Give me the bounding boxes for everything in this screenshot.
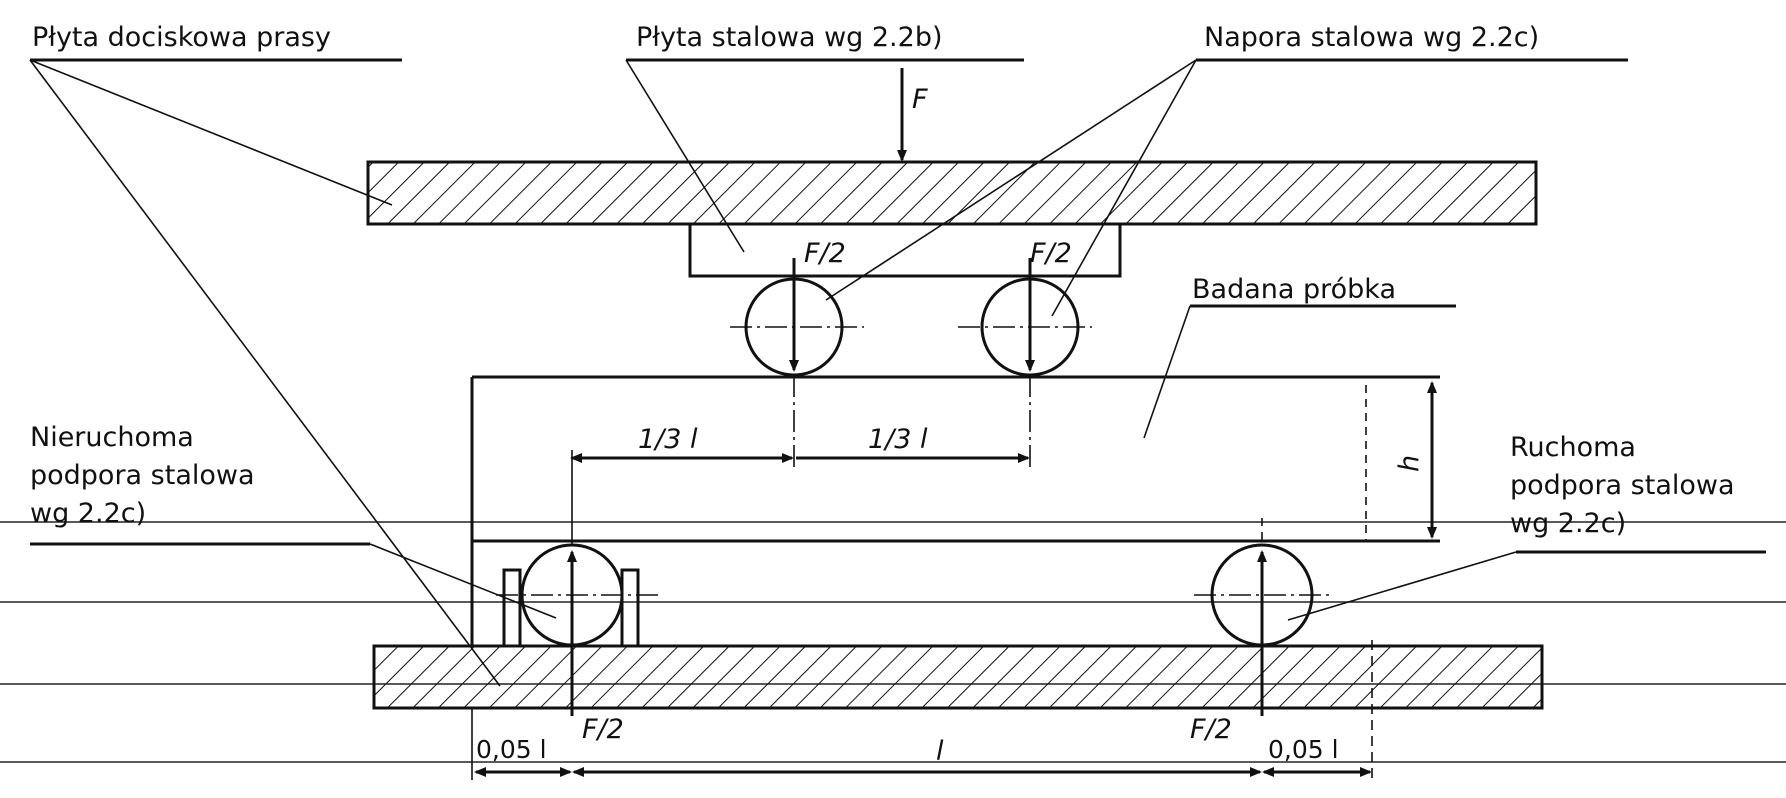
- text-third-span-right: 1/3 l: [868, 424, 928, 455]
- sheet-rules: [0, 521, 1786, 763]
- press-plate-top: [366, 160, 1538, 226]
- dimension-lines: [471, 375, 1437, 780]
- text-overhang-right: 0,05 l: [1268, 735, 1339, 764]
- label-movable-support-3: wg 2.2c): [1510, 508, 1626, 539]
- text-half-force-bottom-left: F/2: [582, 714, 624, 745]
- label-movable-support-2: podpora stalowa: [1510, 470, 1735, 501]
- text-overhang-left: 0,05 l: [476, 735, 547, 764]
- label-steel-roller: Napora stalowa wg 2.2c): [1204, 22, 1539, 53]
- label-movable-support-1: Ruchoma: [1510, 432, 1636, 463]
- text-half-force-top-left: F/2: [804, 238, 846, 269]
- text-height: h: [1394, 455, 1425, 472]
- specimen: [470, 375, 1440, 646]
- label-specimen: Badana próbka: [1192, 274, 1396, 305]
- text-span: l: [936, 736, 944, 767]
- leader-lines: [29, 58, 1766, 687]
- bottom-roller-movable: [1194, 518, 1332, 716]
- steel-plate: [688, 222, 1122, 278]
- label-press-plate: Płyta dociskowa prasy: [32, 22, 331, 53]
- label-fixed-support-1: Nieruchoma: [30, 422, 194, 453]
- text-half-force-top-right: F/2: [1030, 238, 1072, 269]
- text-third-span-left: 1/3 l: [638, 424, 698, 455]
- text-half-force-bottom-right: F/2: [1190, 714, 1232, 745]
- label-fixed-support-2: podpora stalowa: [30, 460, 255, 491]
- text-force: F: [912, 84, 928, 115]
- label-steel-plate: Płyta stalowa wg 2.2b): [636, 22, 943, 53]
- label-fixed-support-3: wg 2.2c): [30, 498, 146, 529]
- press-plate-bottom: [372, 644, 1544, 710]
